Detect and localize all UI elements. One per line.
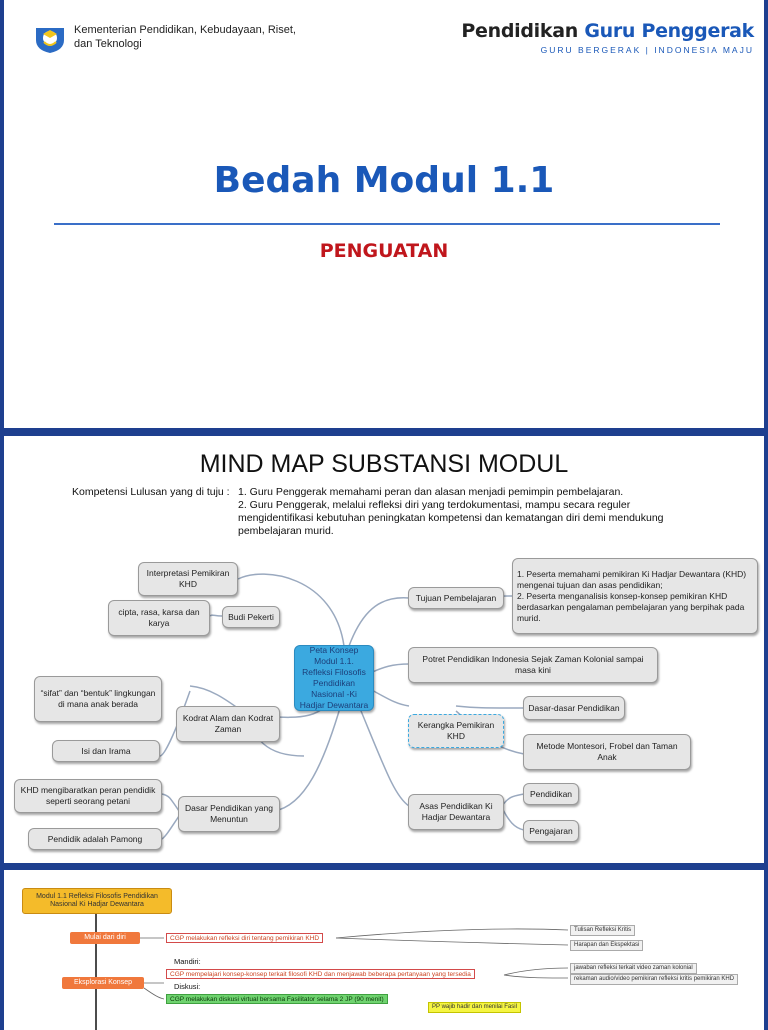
label-mandiri: Mandiri: [174, 957, 201, 966]
node-pendidikan: Pendidikan [523, 783, 579, 805]
node-budi: Budi Pekerti [222, 606, 280, 628]
bar-mulai: CGP melakukan refleksi diri tentang pemi… [166, 933, 324, 943]
tujuan-detail-2: 2. Peserta menganalisis konsep-konsep pe… [517, 590, 745, 623]
node-pengajaran: Pengajaran [523, 820, 579, 842]
node-montesori: Metode Montesori, Frobel dan Taman Anak [523, 734, 691, 770]
ministry-name: Kementerian Pendidikan, Kebudayaan, Rise… [74, 24, 296, 50]
brand-title-part1: Pendidikan [461, 20, 578, 42]
slide-subtitle: PENGUATAN [319, 240, 449, 262]
ministry-logo-icon [36, 28, 64, 53]
title-divider [54, 223, 720, 225]
node-tujuan: Tujuan Pembelajaran [408, 587, 504, 609]
bar-eksplorasi: CGP mempelajari konsep-konsep terkait fi… [166, 969, 475, 979]
tag-jawaban: jawaban refleksi terkait video zaman kol… [570, 963, 697, 974]
tujuan-detail-1: 1. Peserta memahami pemikiran Ki Hadjar … [517, 568, 747, 590]
flow-root: Modul 1.1 Refleksi Filosofis Pendidikan … [22, 888, 172, 914]
label-diskusi: Diskusi: [174, 982, 201, 991]
node-petani: KHD mengibaratkan peran pendidik seperti… [14, 779, 162, 813]
node-dasar-dasar: Dasar-dasar Pendidikan [523, 696, 625, 720]
bar-diskusi: CGP melakukan diskusi virtual bersama Fa… [166, 994, 388, 1004]
competency-item: 2. Guru Penggerak, melalui refleksi diri… [238, 499, 664, 537]
competency-item: 1. Guru Penggerak memahami peran dan ala… [238, 486, 624, 498]
brand-title-part2: Guru Penggerak [584, 20, 754, 42]
node-dasar-menuntun: Dasar Pendidikan yang Menuntun [178, 796, 280, 832]
brand-tagline: GURU BERGERAK | INDONESIA MAJU [540, 45, 754, 55]
mind-map-slide: MIND MAP SUBSTANSI MODUL Kompetensi Lulu… [4, 436, 764, 863]
step-mulai: Mulai dari diri [70, 932, 140, 944]
tag-fasil: PP wajib hadir dan menilai Fasil [428, 1002, 521, 1013]
node-tujuan-detail: 1. Peserta memahami pemikiran Ki Hadjar … [512, 558, 758, 634]
brand-title: Pendidikan Guru Penggerak [461, 20, 754, 42]
center-node: Peta Konsep Modul 1.1. Refleksi Filosofi… [294, 645, 374, 711]
node-cipta: cipta, rasa, karsa dan karya [108, 600, 210, 636]
node-isi: Isi dan Irama [52, 740, 160, 762]
brand-logo: Pendidikan Guru Penggerak GURU BERGERAK … [461, 20, 754, 55]
step-eksplorasi: Eksplorasi Konsep [62, 977, 144, 989]
node-potret: Potret Pendidikan Indonesia Sejak Zaman … [408, 647, 658, 683]
node-pamong: Pendidik adalah Pamong [28, 828, 162, 850]
tag-rekaman: rekaman audio/video pemikiran refleksi k… [570, 974, 739, 985]
flow-slide: Modul 1.1 Refleksi Filosofis Pendidikan … [4, 870, 764, 1030]
node-kodrat: Kodrat Alam dan Kodrat Zaman [176, 706, 280, 742]
mind-map-title: MIND MAP SUBSTANSI MODUL [199, 450, 569, 478]
node-asas: Asas Pendidikan Ki Hadjar Dewantara [408, 794, 504, 830]
competency-block: Kompetensi Lulusan yang di tuju : 1. Guru… [72, 486, 762, 538]
competency-label: Kompetensi Lulusan yang di tuju : [72, 486, 230, 498]
tag-refleksi: Tulisan Refleksi Kritis [570, 925, 636, 936]
node-interpretasi: Interpretasi Pemikiran KHD [138, 562, 238, 596]
slide-title: Bedah Modul 1.1 [213, 160, 555, 201]
title-slide: Kementerian Pendidikan, Kebudayaan, Rise… [4, 0, 764, 428]
competency-items: 1. Guru Penggerak memahami peran dan ala… [238, 486, 668, 538]
node-kerangka: Kerangka Pemikiran KHD [408, 714, 504, 748]
tag-harapan: Harapan dan Ekspektasi [570, 940, 644, 951]
node-sifat: “sifat” dan “bentuk” lingkungan di mana … [34, 676, 162, 722]
